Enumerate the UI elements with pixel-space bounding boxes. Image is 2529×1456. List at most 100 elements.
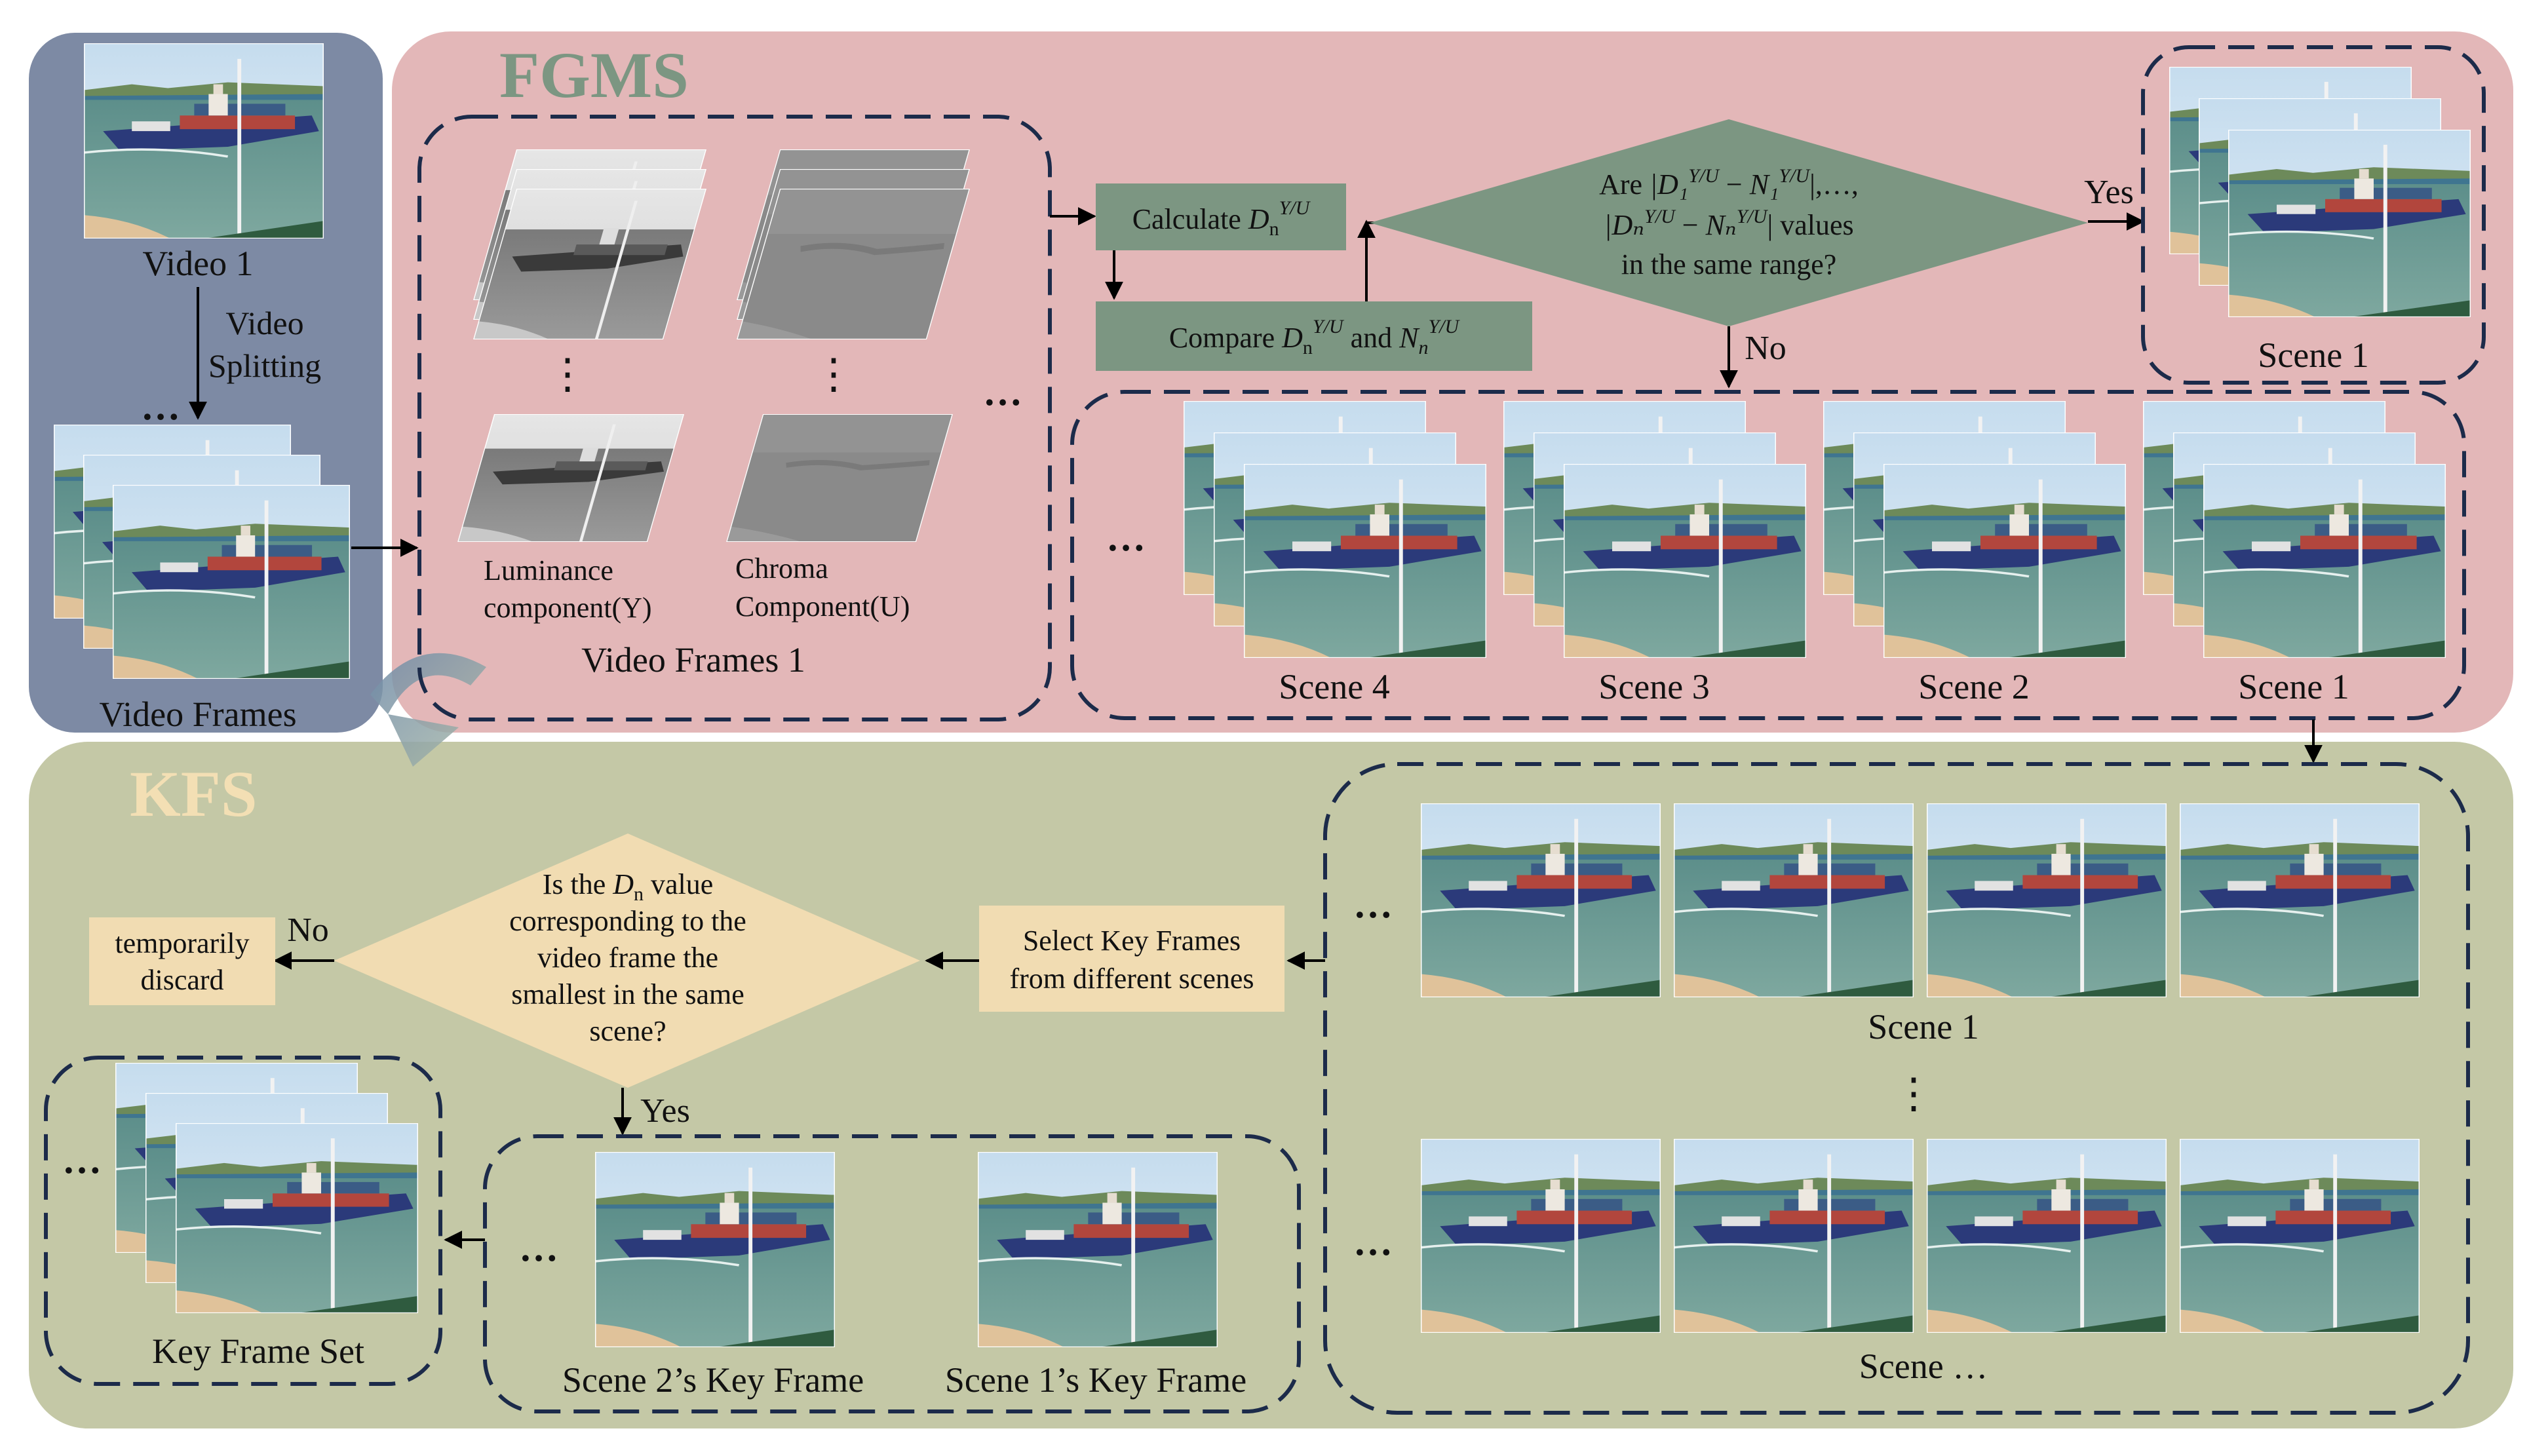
range-decision-line-1: Are |D₁Y/U − N₁Y/U|,…, [1599,165,1859,201]
range-decision-sup-1: Y/U [1688,165,1720,187]
scene-3-label: Scene 3 [1598,667,1709,706]
chroma-vdots: ⋮ [813,351,855,397]
split-label-2: Splitting [208,347,321,384]
key-frame-set-label: Key Frame Set [152,1331,364,1371]
range-decision-are: Are [1599,168,1642,201]
kfs-title: KFS [130,757,257,830]
video-frames-1-label: Video Frames 1 [581,640,805,680]
left-ellipsis: … [141,385,180,428]
scene-1-label: Scene 1 [2238,667,2349,706]
scene-1-key-frame [978,1152,1218,1347]
scene-frames-ellipsis-1: … [1353,883,1393,926]
range-decision-line-3: in the same range? [1621,248,1837,280]
range-decision-formula-2: |Dₙ [1604,209,1644,241]
split-label-1: Video [225,305,303,341]
smallest-decision-line-4: smallest in the same [511,978,744,1010]
calculate-superscript: Y/U [1279,197,1311,219]
range-decision-formula-1: |D₁ [1642,168,1688,201]
scene-more-frames-label: Scene … [1859,1347,1988,1386]
calculate-subscript: n [1269,218,1279,240]
range-decision-sup-2: Y/U [1779,165,1811,187]
range-decision [1370,119,2088,326]
range-decision-minus-2: − [1675,209,1706,241]
smallest-decision-line-1: Is the Dn value [543,868,714,905]
calculate-text: Calculate DnY/U [1132,197,1311,240]
range-decision-n1: N₁ [1749,168,1779,201]
scene-2-key-frame [595,1152,835,1347]
temporarily-discard-line-1: temporarily [115,927,249,959]
scene-1-top-stack [2169,67,2471,317]
calculate-box [1096,183,1346,250]
scenes-ellipsis: … [1106,516,1146,559]
scene-1-stack [2143,401,2446,658]
no-label-kfs: No [287,911,329,949]
compare-and-word: and [1351,322,1393,354]
chroma-frame [726,414,953,542]
yes-label-kfs: Yes [640,1092,690,1130]
curved-transfer-arrow [370,653,486,767]
scene-2-stack [1823,401,2126,658]
temporarily-discard-line-2: discard [140,964,223,996]
range-decision-values: values [1780,209,1853,241]
compare-prefix: Compare [1169,322,1275,354]
scene-2-label: Scene 2 [1918,667,2029,706]
key-frame-set-group [44,1056,442,1386]
scene-frames-ellipsis-2: … [1353,1220,1393,1263]
compare-text: Compare DnY/U and NnY/U [1169,316,1461,358]
key-frames-group [483,1134,1301,1413]
smallest-decision-space [644,868,651,900]
smallest-decision-prefix: Is the [543,868,606,900]
compare-and [1343,322,1351,354]
compare-box [1096,301,1532,371]
smallest-decision-d: D [606,868,634,900]
select-key-frames-line-2: from different scenes [1009,963,1254,995]
smallest-decision-suffix: value [651,868,713,900]
scene-1-frames-label: Scene 1 [1868,1007,1979,1046]
no-label-fgms: No [1745,330,1786,367]
fgms-title: FGMS [499,39,689,111]
compare-n-sub: n [1418,337,1428,358]
smallest-decision-line-3: video frame the [537,942,718,974]
scene-2-key-frame-label: Scene 2’s Key Frame [562,1360,864,1400]
temporarily-discard-box [89,917,275,1005]
scene-4-label: Scene 4 [1279,667,1389,706]
smallest-decision [334,833,920,1088]
compare-n: N [1392,322,1420,354]
scene-1-key-frame-label: Scene 1’s Key Frame [945,1360,1246,1400]
smallest-decision-line-2: corresponding to the [509,905,746,937]
luminance-frame [457,414,684,542]
compare-n-sup: Y/U [1428,316,1460,337]
video-1-image [84,43,324,239]
scene-4-stack [1184,401,1486,658]
calculate-prefix: Calculate [1132,203,1241,235]
key-frame-set-ellipsis: … [62,1138,102,1181]
range-decision-sup-4: Y/U [1737,206,1769,227]
video-frames-stack [54,425,350,679]
range-decision-line-2: |DₙY/U − NₙY/U| values [1604,206,1853,241]
range-decision-minus-1: − [1719,168,1750,201]
compare-d: D [1275,322,1303,354]
video-frames-1-group [417,115,1052,721]
smallest-decision-line-5: scene? [589,1015,666,1047]
video-1-label: Video 1 [142,244,253,283]
select-key-frames-box [979,906,1284,1012]
smallest-decision-sub: n [634,883,644,905]
key-frame-set-stack [115,1063,418,1313]
key-frames-ellipsis: … [519,1226,558,1269]
range-decision-sup-3: Y/U [1644,206,1676,227]
scene-3-stack [1503,401,1806,658]
scene-1-top-label: Scene 1 [2258,335,2368,375]
chroma-label-2: Component(U) [735,590,910,623]
range-decision-nn: Nₙ [1705,209,1737,241]
scene-frames-vdots: ⋮ [1893,1070,1935,1117]
luminance-label-1: Luminance [484,554,613,586]
range-decision-tail-1: |,…, [1809,168,1859,201]
video-frames-label: Video Frames [99,695,296,734]
chroma-label-1: Chroma [735,552,828,584]
range-decision-bar: | [1767,209,1780,241]
yes-label-fgms: Yes [2084,174,2134,211]
calculate-formula: D [1241,203,1269,235]
fgms-ellipsis-1: … [983,370,1022,413]
luminance-vdots: ⋮ [547,351,589,397]
